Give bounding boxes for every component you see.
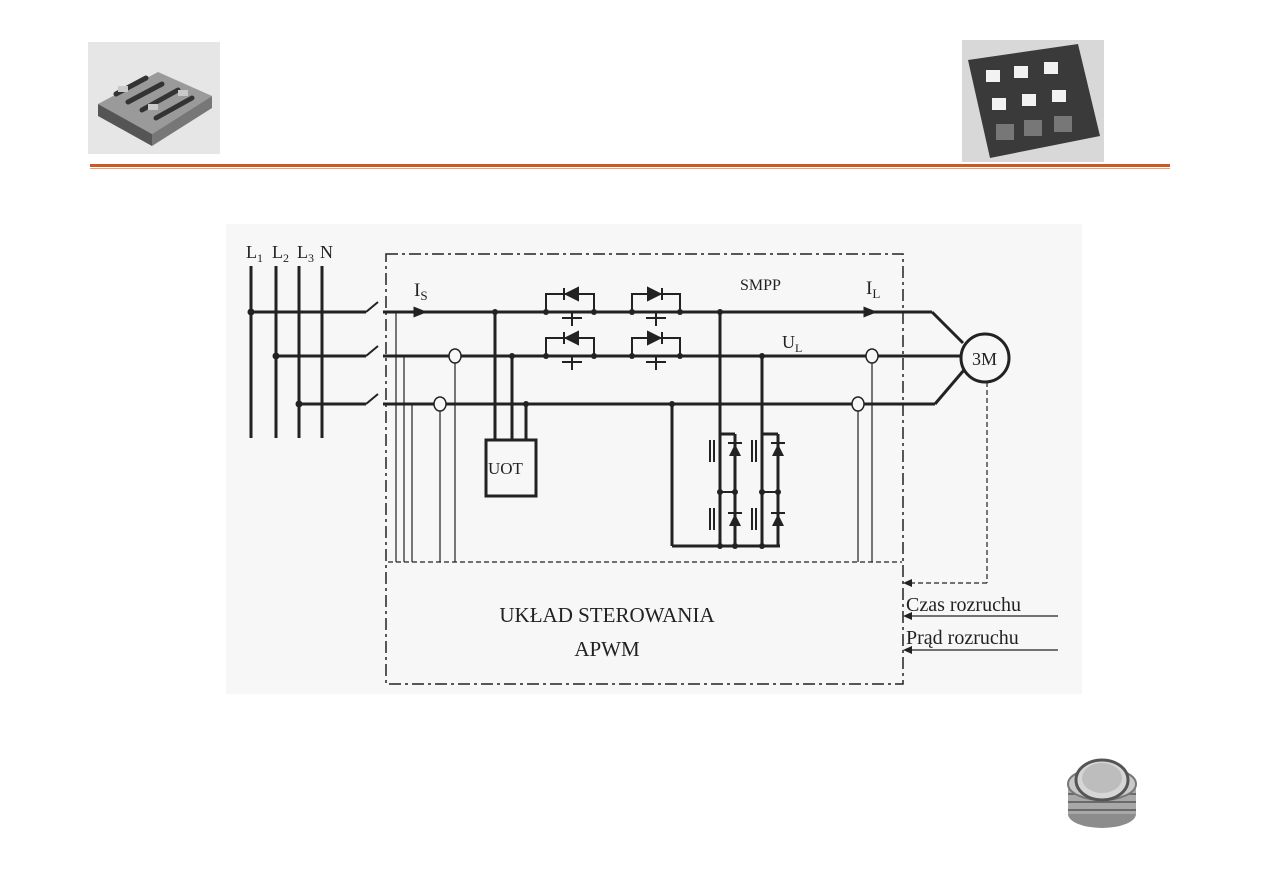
bus-junctions: [247, 308, 303, 408]
thyristor-switches: [545, 286, 681, 370]
l3-label: L3: [297, 242, 314, 265]
phase-lines: [251, 310, 966, 406]
igbt-diodes: [717, 442, 785, 549]
control-enclosure: [385, 253, 904, 685]
header-divider: [90, 164, 1170, 167]
uot-label: UOT: [488, 459, 524, 478]
output-current-label: IL: [866, 278, 880, 301]
power-module-photo: [88, 42, 220, 154]
main-switch: [365, 301, 379, 405]
feedback-arrowhead: [903, 579, 912, 587]
uot-block: UOT: [484, 312, 538, 498]
l1-label: L1: [246, 242, 263, 265]
neutral-label: N: [320, 242, 333, 262]
output-voltage-label: UL: [782, 332, 802, 355]
start-time-label: Czas rozruchu: [906, 594, 1021, 616]
control-inputs: [910, 615, 1058, 651]
motor-label: 3M: [972, 349, 997, 369]
motor: 3M: [959, 332, 1011, 384]
controller-title: UKŁAD STEROWANIA: [499, 603, 715, 627]
circuit-diagram: L1 L2 L3 N IS SMPP IL UL: [226, 224, 1082, 694]
igbt-module-photo: [962, 40, 1104, 162]
controller-subtitle: APWM: [574, 637, 640, 661]
switch-junctions: [492, 309, 765, 407]
press-pack-thyristor-photo: [1062, 744, 1142, 832]
l2-label: L2: [272, 242, 289, 265]
smpp-label: SMPP: [740, 277, 781, 294]
measurement-leads: [395, 312, 873, 562]
header-divider-shadow: [90, 168, 1170, 169]
supply-bus: [249, 266, 324, 438]
input-arrowheads: [903, 612, 912, 654]
input-current-label: IS: [414, 280, 428, 303]
supply-labels: L1 L2 L3 N: [246, 242, 333, 265]
igbt-bridge: [670, 312, 780, 548]
motor-feedback: [910, 382, 988, 584]
start-current-label: Prąd rozruchu: [906, 627, 1019, 649]
igbt-switches: [709, 440, 757, 530]
